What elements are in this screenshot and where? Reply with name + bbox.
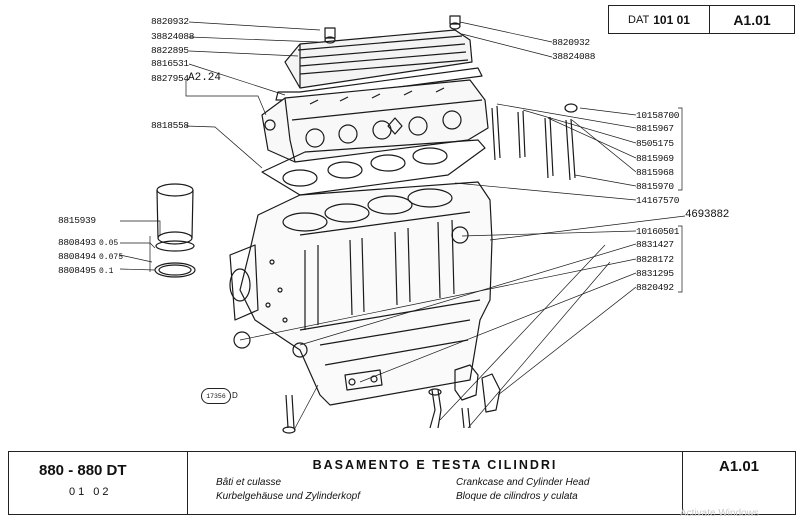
model-code: 01 02 bbox=[69, 486, 112, 498]
part-number: 8808493 bbox=[58, 237, 96, 248]
part-number: 8808495 bbox=[58, 265, 96, 276]
page-reference-top: A1.01 bbox=[733, 11, 771, 28]
part-number: 8815967 bbox=[636, 123, 674, 134]
cover-gasket bbox=[275, 67, 483, 101]
part-number: 8831427 bbox=[636, 239, 674, 250]
dat-code: 101 01 bbox=[653, 12, 690, 27]
title-cell: BASAMENTO E TESTA CILINDRI Bâti et culas… bbox=[188, 452, 683, 514]
liner-size: 0.05 bbox=[99, 239, 119, 248]
reference-box: DAT 101 01 A1.01 bbox=[608, 5, 795, 34]
crankcase-block bbox=[229, 181, 493, 406]
model-cell: 880 - 880 DT 01 02 bbox=[9, 452, 188, 514]
part-number: 8822895 bbox=[151, 45, 189, 56]
title-german: Kurbelgehäuse und Zylinderkopf bbox=[216, 491, 360, 502]
head-studs bbox=[491, 103, 578, 181]
drawing-revision-letter: D bbox=[232, 391, 238, 400]
part-number: 8820492 bbox=[636, 282, 674, 293]
cylinder-head bbox=[261, 79, 489, 163]
part-number: 8831295 bbox=[636, 268, 674, 279]
windows-activation-watermark: Activate Windows bbox=[680, 508, 759, 519]
part-number: 8827954 bbox=[151, 73, 189, 84]
dat-label: DAT bbox=[628, 13, 650, 26]
part-number: 8815969 bbox=[636, 153, 674, 164]
part-number: 10160501 bbox=[636, 226, 680, 237]
part-number: 4693882 bbox=[685, 209, 730, 221]
part-number: 8815968 bbox=[636, 167, 674, 178]
part-number: 8820932 bbox=[552, 37, 590, 48]
model-name: 880 - 880 DT bbox=[39, 462, 127, 479]
part-number: 10158700 bbox=[636, 110, 680, 121]
title-spanish: Bloque de cilindros y culata bbox=[456, 491, 578, 502]
part-number: 38824088 bbox=[151, 31, 195, 42]
bearing-caps bbox=[282, 364, 501, 434]
part-number: 14167570 bbox=[636, 195, 680, 206]
title-french: Bâti et culasse bbox=[216, 477, 282, 488]
cross-reference-annotation: A2.24 bbox=[188, 72, 222, 84]
part-number: 8816531 bbox=[151, 58, 189, 69]
liner-size: 0.075 bbox=[99, 253, 124, 262]
part-number: 8820932 bbox=[151, 16, 189, 27]
title-block: 880 - 880 DT 01 02 BASAMENTO E TESTA CIL… bbox=[8, 451, 796, 515]
page-reference-bottom: A1.01 bbox=[718, 458, 760, 475]
part-number: 8808494 bbox=[58, 251, 96, 262]
part-number: 8818558 bbox=[151, 120, 189, 131]
part-number: 38824088 bbox=[552, 51, 596, 62]
title-english: Crankcase and Cylinder Head bbox=[456, 477, 590, 488]
dat-code-cell: DAT 101 01 bbox=[609, 6, 710, 33]
cylinder-liner bbox=[154, 183, 196, 278]
part-number: 8828172 bbox=[636, 254, 674, 265]
valve-cover bbox=[284, 15, 473, 89]
part-number: 8505175 bbox=[636, 138, 674, 149]
diagram-title: BASAMENTO E TESTA CILINDRI bbox=[312, 458, 558, 472]
part-number: 8815970 bbox=[636, 181, 674, 192]
liner-size: 0.1 bbox=[99, 267, 114, 276]
part-number: 8815939 bbox=[58, 215, 96, 226]
drawing-number-stamp: 17356 bbox=[201, 388, 231, 404]
